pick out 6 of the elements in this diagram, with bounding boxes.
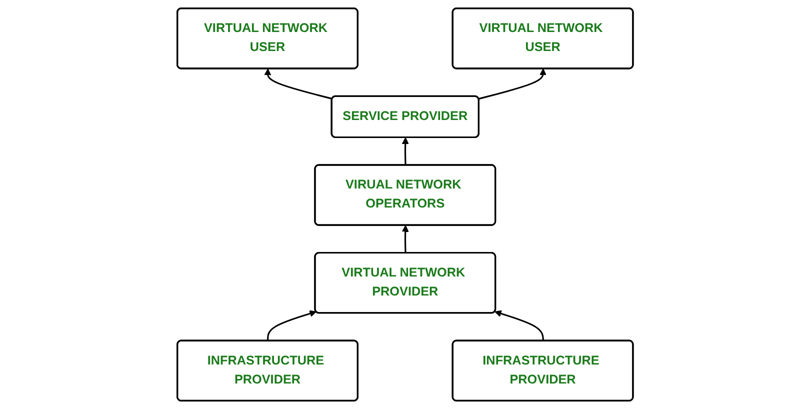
arrow bbox=[402, 137, 409, 166]
arrow bbox=[494, 310, 544, 341]
arrow bbox=[478, 68, 546, 100]
arrow bbox=[402, 225, 409, 254]
arrow bbox=[266, 310, 316, 341]
arrow bbox=[264, 68, 332, 100]
